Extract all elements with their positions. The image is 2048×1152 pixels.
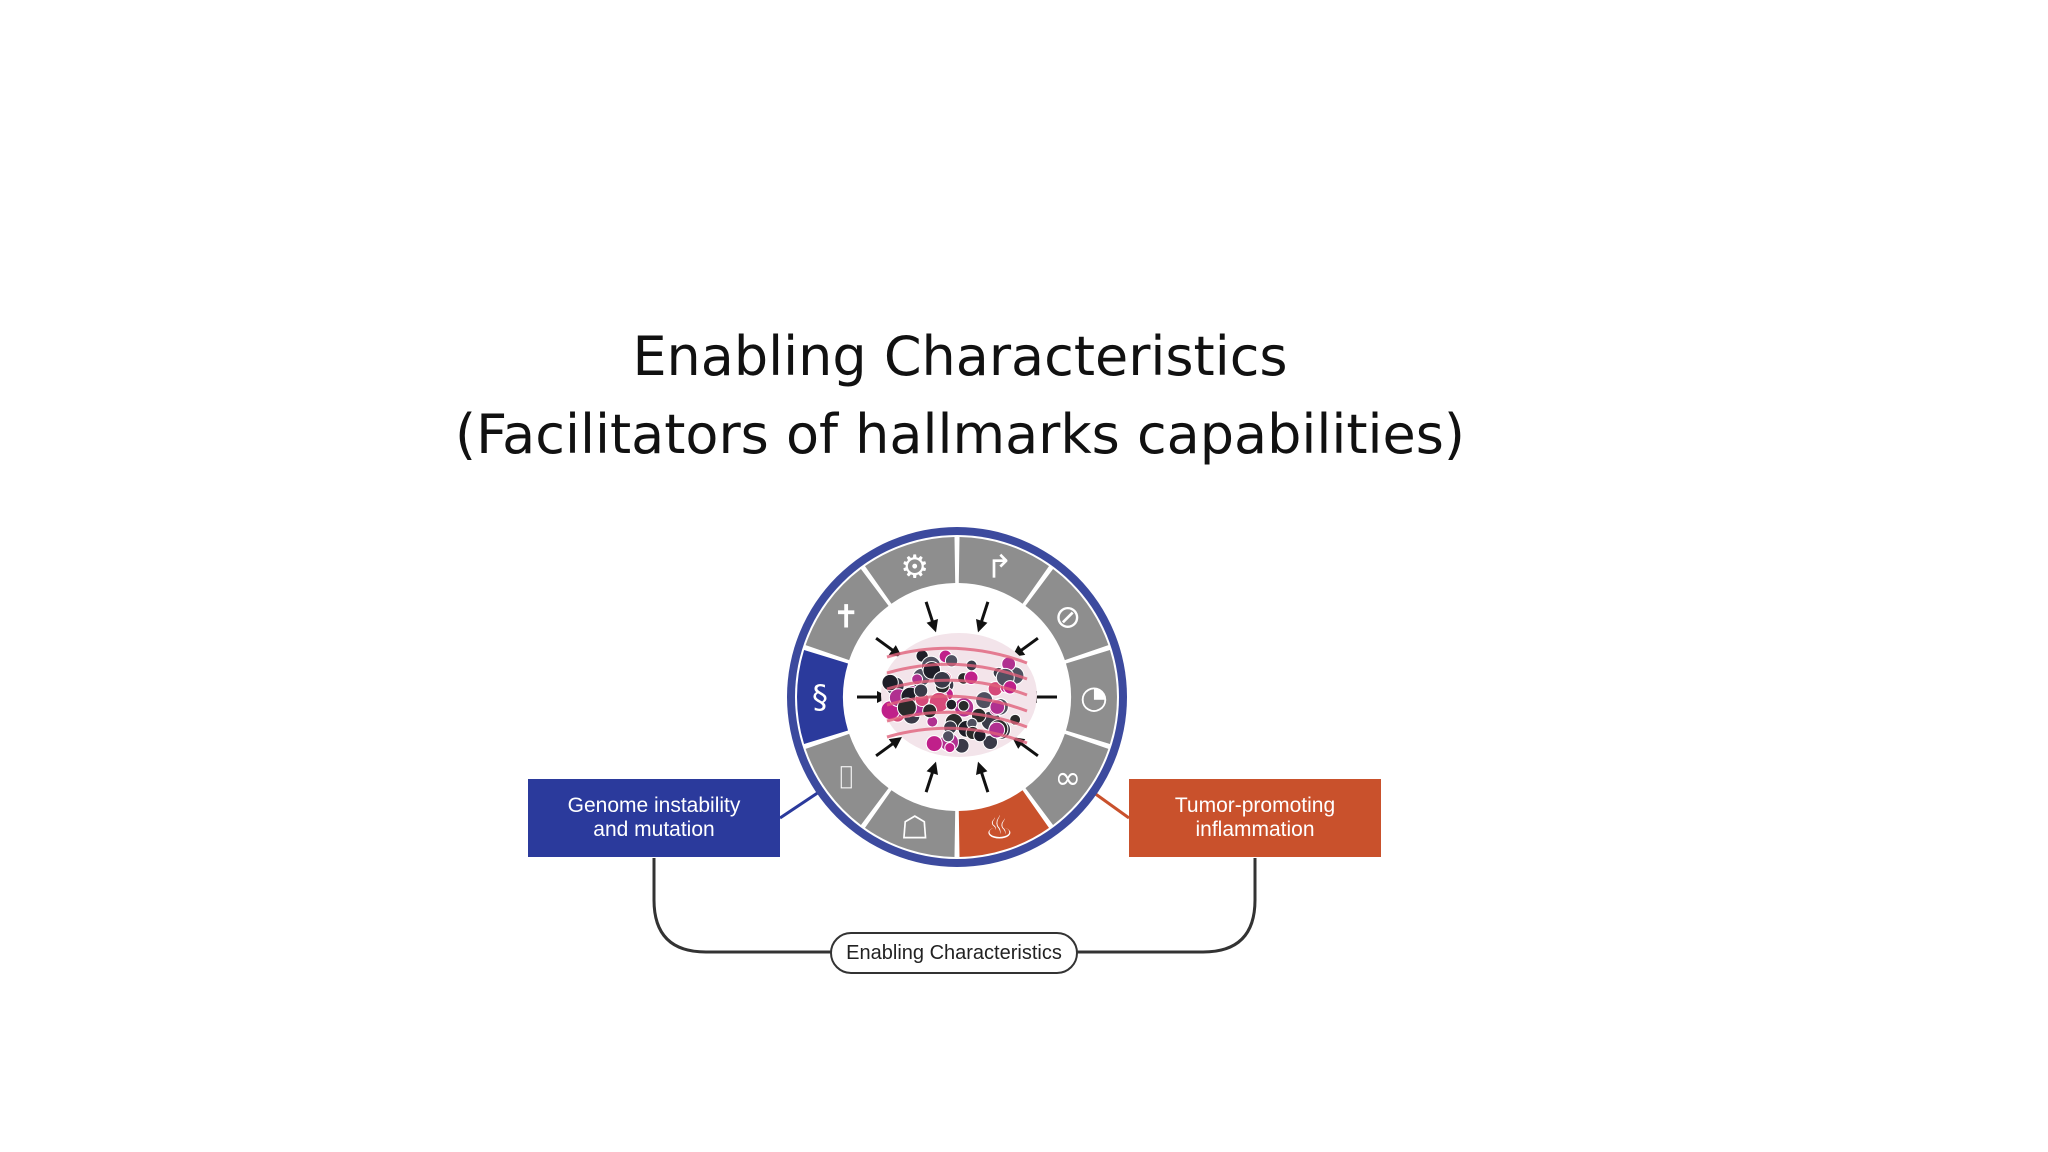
- no-entry-icon: ⊘: [1054, 597, 1081, 635]
- inward-arrow: [875, 637, 897, 654]
- inward-arrow: [1017, 740, 1039, 757]
- ring-segment: [796, 649, 849, 745]
- inflammation-box-line-1: Tumor-promoting: [1174, 794, 1336, 817]
- inward-arrow: [1017, 637, 1039, 654]
- tumor-cell-cluster: [880, 633, 1037, 757]
- infinity-icon: ∞: [1055, 759, 1082, 797]
- tumor-cell: [945, 698, 958, 711]
- ghost-icon: ☖: [900, 808, 929, 846]
- ring-segment: [958, 537, 1050, 604]
- enabling-characteristics-pill: Enabling Characteristics: [830, 932, 1078, 974]
- inflammation-box-line-2: inflammation: [1195, 818, 1315, 841]
- ring-segment: [864, 537, 956, 604]
- genome-box-line-2: and mutation: [593, 818, 715, 841]
- ring-segment: [805, 569, 889, 661]
- stromal-fiber: [886, 678, 1028, 697]
- stromal-fiber: [886, 662, 1028, 681]
- arrow-head: [926, 761, 938, 775]
- arrow-head: [888, 736, 902, 749]
- ring-segment: [1025, 733, 1109, 825]
- cylinder-icon: ⌷: [837, 759, 856, 797]
- arrow-head: [926, 619, 938, 633]
- stromal-fiber: [886, 726, 1028, 745]
- ring-segment: [958, 790, 1050, 857]
- arrow-head: [976, 761, 988, 775]
- tumor-cell: [944, 742, 956, 754]
- inflammation-connector-line: [1089, 788, 1130, 820]
- tumor-cell: [925, 735, 943, 753]
- ring-segment: [864, 790, 956, 857]
- tumor-cell: [942, 730, 955, 743]
- tumor-cell: [957, 699, 970, 712]
- genome-instability-box: Genome instability and mutation: [528, 779, 780, 857]
- left-bracket-curve: [652, 858, 832, 954]
- stromal-fiber: [886, 694, 1028, 713]
- tumor-cell: [922, 703, 938, 719]
- stromal-fiber: [886, 646, 1028, 665]
- arrow-head: [976, 619, 988, 633]
- cross-icon: ✝: [833, 597, 860, 635]
- ring-segment: [1065, 649, 1118, 745]
- title-line-2: (Facilitators of hallmarks capabilities): [455, 403, 1465, 466]
- genome-box-line-1: Genome instability: [567, 794, 741, 817]
- genome-connector-line: [779, 788, 823, 820]
- arrow-turn-icon: ↱: [986, 548, 1013, 586]
- dna-icon: §: [812, 678, 828, 716]
- ring-segment: [805, 733, 889, 825]
- fire-icon: ♨: [985, 808, 1014, 846]
- tumor-inflammation-box: Tumor-promoting inflammation: [1129, 779, 1381, 857]
- tumor-cell: [913, 683, 929, 698]
- ring-segment: [1025, 569, 1109, 661]
- atom-icon: ⚙: [900, 548, 929, 586]
- right-bracket-curve: [1076, 858, 1257, 954]
- stromal-fiber: [886, 710, 1028, 729]
- title-line-1: Enabling Characteristics: [632, 325, 1288, 388]
- pacman-icon: ◔: [1080, 678, 1108, 716]
- inward-arrow: [875, 740, 897, 757]
- slide-title: Enabling Characteristics (Facilitators o…: [0, 318, 1920, 474]
